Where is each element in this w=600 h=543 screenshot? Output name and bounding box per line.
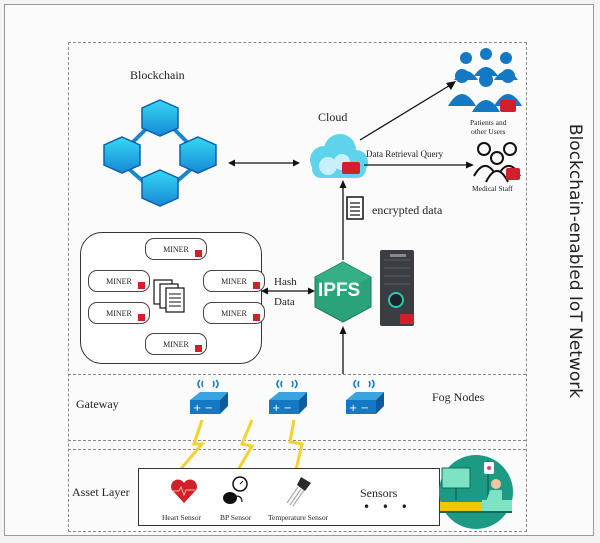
data-label: Data bbox=[274, 296, 295, 308]
bp-sensor-label: BP Sensor bbox=[220, 513, 252, 522]
fog-node-router-icon: + − bbox=[346, 379, 384, 414]
svg-text:+ −: + − bbox=[349, 403, 369, 414]
wireless-link-lightning-icon bbox=[288, 419, 304, 471]
cloud-label: Cloud bbox=[318, 110, 348, 124]
fog-node-router-icon: + − bbox=[269, 379, 307, 414]
lock-badge-icon bbox=[342, 162, 360, 174]
miner-node: MINER bbox=[145, 333, 207, 355]
lock-badge-icon bbox=[400, 314, 414, 324]
miner-node: MINER bbox=[88, 302, 150, 324]
cloud-patients-arrow bbox=[359, 81, 456, 141]
block-cube bbox=[103, 99, 217, 207]
temperature-sensor-label: Temperature Sensor bbox=[268, 513, 329, 522]
asset-layer-label: Asset Layer bbox=[72, 485, 130, 499]
svg-text:+ −: + − bbox=[193, 403, 213, 414]
patients-label: Patients and other Users bbox=[470, 118, 506, 136]
data-retrieval-query-label: Data Retrieval Query bbox=[366, 149, 443, 159]
ipfs-label: IPFS bbox=[318, 280, 361, 301]
gateway-ipfs-arrow bbox=[339, 326, 347, 374]
fog-node-router-icon: + − bbox=[190, 379, 228, 414]
more-sensors-ellipsis: • • • bbox=[363, 500, 412, 514]
lock-badge-icon bbox=[195, 250, 202, 257]
miner-node: MINER bbox=[203, 302, 265, 324]
lock-badge-icon bbox=[506, 168, 520, 180]
miner-label: MINER bbox=[221, 308, 247, 318]
medical-staff-icon bbox=[473, 142, 521, 183]
sensors-label: Sensors bbox=[360, 486, 398, 500]
miner-label: MINER bbox=[221, 276, 247, 286]
heart-sensor-icon bbox=[171, 479, 197, 503]
ipfs-icon bbox=[314, 261, 372, 323]
gateway-layer-label: Gateway bbox=[76, 397, 119, 411]
lock-badge-icon bbox=[138, 314, 145, 321]
patients-users-icon bbox=[448, 48, 522, 112]
network-title: Blockchain-enabled IoT Network bbox=[560, 96, 590, 426]
lock-badge-icon bbox=[253, 314, 260, 321]
asset-layer-top-border bbox=[68, 449, 526, 450]
patient-in-bed-icon bbox=[439, 455, 513, 529]
ipfs-cloud-arrow bbox=[339, 180, 347, 260]
lock-badge-icon bbox=[253, 282, 260, 289]
miner-label: MINER bbox=[163, 339, 189, 349]
document-icon bbox=[346, 196, 364, 220]
miner-label: MINER bbox=[106, 276, 132, 286]
wireless-link-lightning-icon bbox=[236, 419, 255, 471]
ledger-documents-icon bbox=[153, 279, 185, 313]
encrypted-data-label: encrypted data bbox=[372, 203, 443, 217]
cloud-icon bbox=[310, 134, 368, 178]
heart-sensor-label: Heart Sensor bbox=[162, 513, 201, 522]
bp-sensor-icon bbox=[223, 476, 248, 504]
patients-label-line2: other Users bbox=[471, 127, 506, 136]
wireless-link-lightning-icon bbox=[178, 419, 206, 471]
lock-badge-icon bbox=[500, 100, 516, 112]
miner-ipfs-arrow bbox=[261, 287, 315, 295]
miner-node: MINER bbox=[145, 238, 207, 260]
gateway-layer-top-border bbox=[68, 374, 526, 375]
svg-text:+ −: + − bbox=[272, 403, 292, 414]
medical-staff-label: Medical Staff bbox=[472, 184, 513, 193]
miner-label: MINER bbox=[106, 308, 132, 318]
hash-label: Hash bbox=[274, 276, 297, 288]
network-boundary bbox=[68, 42, 527, 532]
miner-node: MINER bbox=[88, 270, 150, 292]
lock-badge-icon bbox=[195, 345, 202, 352]
temperature-sensor-icon bbox=[286, 477, 311, 507]
miner-node: MINER bbox=[203, 270, 265, 292]
fog-nodes-label: Fog Nodes bbox=[432, 390, 485, 404]
lock-badge-icon bbox=[138, 282, 145, 289]
server-icon bbox=[380, 250, 414, 326]
network-title-text: Blockchain-enabled IoT Network bbox=[565, 123, 585, 399]
blockchain-cloud-arrow bbox=[228, 159, 300, 167]
blockchain-icon bbox=[103, 99, 217, 207]
data-retrieval-arrow bbox=[364, 161, 474, 169]
gateway-layer-bottom-border bbox=[68, 440, 526, 441]
blockchain-label: Blockchain bbox=[130, 68, 185, 82]
miner-label: MINER bbox=[163, 244, 189, 254]
patients-label-line1: Patients and bbox=[470, 118, 507, 127]
